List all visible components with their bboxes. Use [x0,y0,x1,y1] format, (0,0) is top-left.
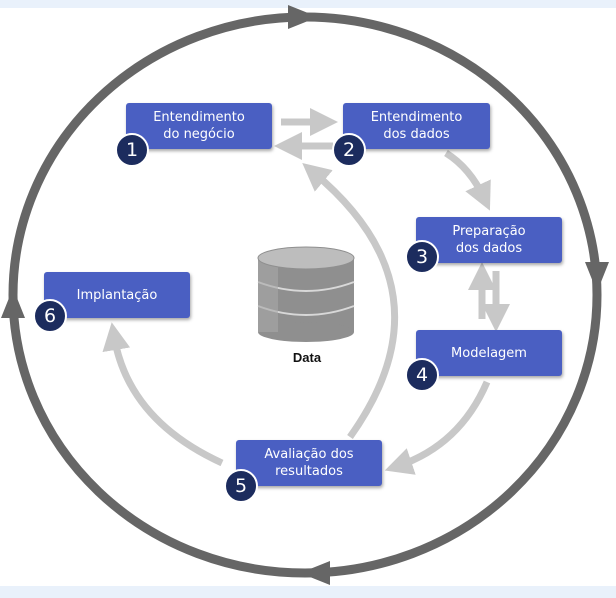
outer-arrow-right-icon [585,262,609,292]
arrow-5-to-6 [102,322,224,467]
step-2-label: Entendimento dos dados [370,110,463,142]
step-2-badge: 2 [332,133,366,167]
outer-arrow-bottom-icon [300,561,330,585]
step-6-label: Implantação [76,287,158,303]
step-5-box: Avaliação dos resultados [236,440,382,486]
step-4-badge: 4 [405,358,439,392]
step-4-label: Modelagem [451,345,527,361]
step-3-label: Preparação dos dados [452,224,526,256]
arrow-5-to-1 [302,163,399,440]
step-2-box: Entendimento dos dados [343,103,490,149]
step-1-badge: 1 [115,133,149,167]
arrow-2-to-3 [444,150,491,211]
step-3-badge: 3 [405,240,439,274]
database-icon [257,246,355,342]
step-5-badge: 5 [224,469,258,503]
step-4-box: Modelagem [416,330,562,376]
data-label: Data [292,350,322,365]
step-6-box: Implantação [44,272,190,318]
step-1-box: Entendimento do negócio [126,103,272,149]
outer-arrow-top-icon [288,5,318,29]
outer-arrow-left-icon [1,288,25,318]
step-5-label: Avaliação dos resultados [264,447,354,479]
arrow-4-to-5 [384,380,491,475]
step-6-badge: 6 [33,299,67,333]
step-1-label: Entendimento do negócio [153,110,245,142]
step-3-box: Preparação dos dados [416,217,562,263]
